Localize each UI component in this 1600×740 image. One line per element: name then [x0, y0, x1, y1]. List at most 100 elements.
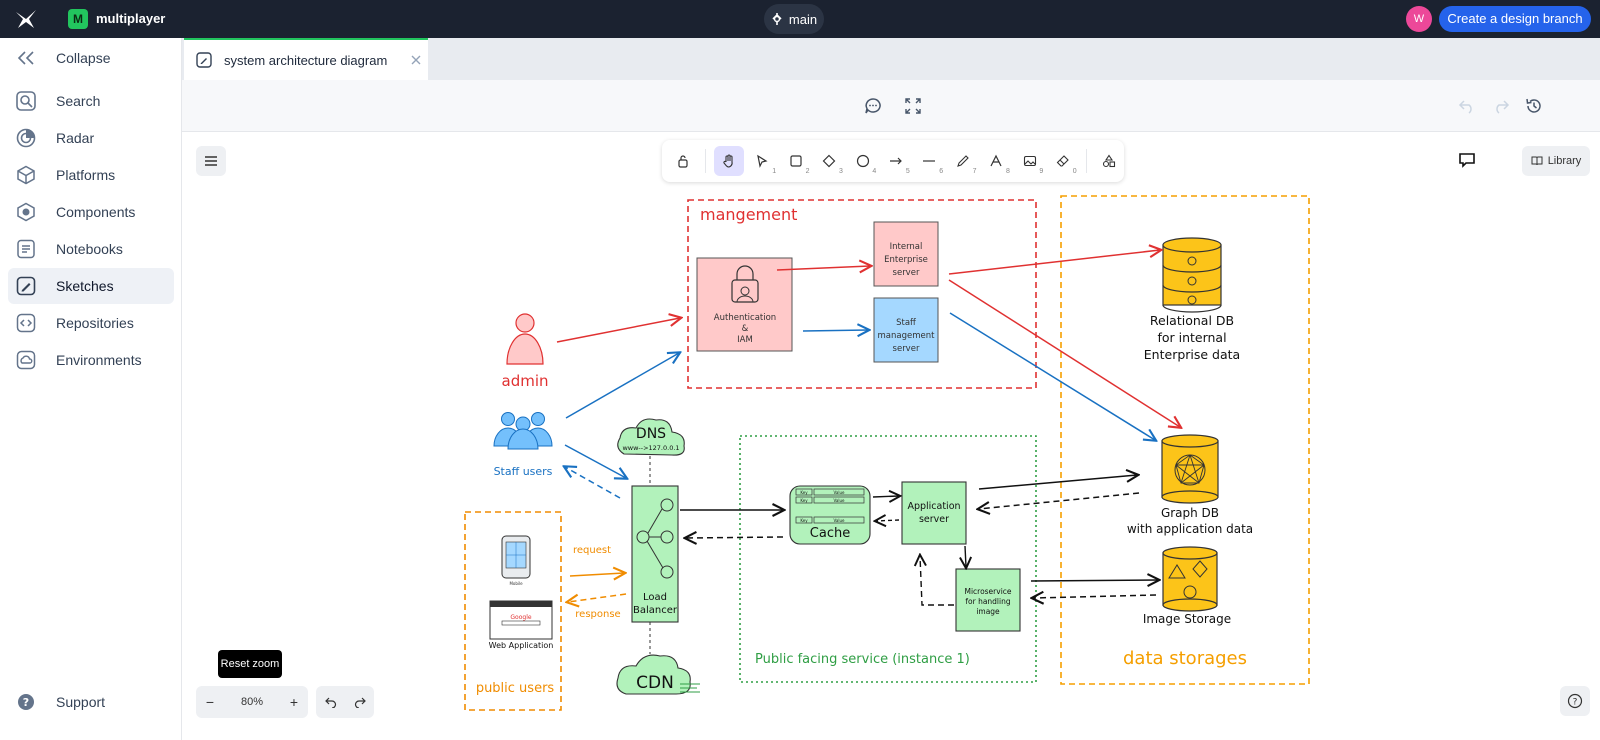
main-area: system architecture diagram 1 2 3 4 5 6 …: [182, 38, 1600, 740]
dns-label: DNS: [636, 426, 666, 442]
zoom-in-button[interactable]: +: [289, 694, 299, 710]
mobile-label: Mobile: [509, 581, 523, 586]
toolbar-divider: [1085, 149, 1087, 173]
cache-key-label: Key: [800, 498, 808, 503]
comment-panel-icon[interactable]: [1458, 151, 1476, 169]
graph-db-label-2: with application data: [1127, 522, 1253, 536]
rectangle-icon: [790, 155, 802, 167]
text-tool[interactable]: 8: [982, 146, 1011, 176]
history-icon[interactable]: [1525, 97, 1543, 115]
application-server-node: [901, 481, 967, 545]
staff-users-label: Staff users: [494, 465, 553, 478]
close-icon[interactable]: [411, 55, 421, 65]
image-storage-label: Image Storage: [1143, 612, 1231, 626]
create-design-branch-button[interactable]: Create a design branch: [1439, 6, 1591, 32]
data-storages-label: data storages: [1123, 648, 1247, 669]
zoom-out-button[interactable]: −: [205, 694, 215, 710]
canvas-menu-button[interactable]: [196, 146, 226, 176]
sidebar-item-repositories[interactable]: Repositories: [8, 305, 174, 341]
google-logo-text: Google: [510, 614, 531, 621]
repository-icon: [16, 313, 36, 333]
redo-icon[interactable]: [1492, 97, 1510, 115]
management-label: mangement: [700, 205, 797, 224]
arrow-tool[interactable]: 5: [881, 146, 910, 176]
text-icon: [990, 154, 1002, 167]
reset-zoom-tooltip: Reset zoom: [218, 650, 282, 678]
branch-icon: [772, 13, 782, 25]
line-tool[interactable]: 6: [915, 146, 944, 176]
tab-bar: system architecture diagram: [182, 38, 1600, 80]
sidebar-item-notebooks[interactable]: Notebooks: [8, 231, 174, 267]
staff-management-server-node: [873, 297, 939, 363]
diamond-tool[interactable]: 3: [815, 146, 844, 176]
sketch-icon: [196, 52, 212, 68]
cache-table-icon: [795, 488, 865, 524]
collapse-button[interactable]: Collapse: [8, 40, 174, 76]
components-icon: [17, 202, 35, 222]
admin-user-icon: [506, 313, 544, 365]
undo-redo-controls: [316, 686, 374, 718]
image-icon: [1023, 155, 1036, 167]
shapes-tool[interactable]: [1095, 146, 1124, 176]
hand-tool[interactable]: [714, 146, 744, 176]
tab-system-architecture[interactable]: system architecture diagram: [184, 38, 428, 80]
library-button[interactable]: Library: [1522, 146, 1590, 176]
diamond-icon: [822, 154, 836, 168]
internal-enterprise-server-node: [873, 221, 939, 287]
sidebar-item-radar[interactable]: Radar: [8, 120, 174, 156]
fullscreen-icon[interactable]: [904, 97, 922, 115]
auth-label-line-1: Authentication: [714, 313, 776, 323]
image-tool[interactable]: 9: [1015, 146, 1044, 176]
request-label: request: [573, 545, 611, 556]
undo-icon[interactable]: [324, 696, 337, 708]
support-label: Support: [56, 694, 106, 710]
workspace-name[interactable]: multiplayer: [96, 11, 166, 26]
relational-db-node: [1162, 237, 1222, 313]
sidebar-item-environments[interactable]: Environments: [8, 342, 174, 378]
rectangle-tool[interactable]: 2: [781, 146, 810, 176]
app-logo-icon[interactable]: [14, 7, 38, 31]
eraser-tool[interactable]: 0: [1048, 146, 1077, 176]
draw-tool[interactable]: 7: [948, 146, 977, 176]
redo-icon[interactable]: [354, 696, 366, 708]
microservice-label-2: for handling: [965, 597, 1010, 606]
canvas-help-button[interactable]: ?: [1560, 686, 1590, 716]
pencil-icon: [956, 155, 969, 167]
user-avatar[interactable]: W: [1406, 6, 1432, 32]
environment-icon: [16, 350, 36, 370]
platforms-icon: [17, 165, 35, 185]
sketch-canvas[interactable]: 1 2 3 4 5 6 7 8 9 0 Library: [182, 132, 1600, 740]
library-label: Library: [1547, 155, 1582, 167]
lock-tool[interactable]: [668, 146, 697, 176]
app-server-label-2: server: [919, 514, 949, 525]
sidebar-item-components[interactable]: Components: [8, 194, 174, 230]
cache-key-label: Key: [800, 518, 808, 523]
microservice-label-1: Microservice: [964, 587, 1011, 596]
branch-selector[interactable]: main: [764, 4, 824, 34]
relational-db-label-3: Enterprise data: [1144, 347, 1240, 362]
comment-icon[interactable]: [864, 97, 882, 115]
architecture-diagram: mangement data storages Public facing se…: [464, 195, 1310, 711]
load-balancer-graph-icon: [636, 498, 674, 579]
sidebar-item-search[interactable]: Search: [8, 83, 174, 119]
select-tool[interactable]: 1: [748, 146, 777, 176]
internal-server-label-3: server: [893, 268, 920, 278]
load-balancer-label-1: Load: [643, 592, 667, 603]
auth-label-line-3: IAM: [737, 335, 753, 345]
toolbar-divider: [705, 149, 707, 173]
sidebar-item-sketches[interactable]: Sketches: [8, 268, 174, 304]
image-storage-node: [1162, 546, 1218, 612]
zoom-level[interactable]: 80%: [240, 696, 264, 708]
ellipse-tool[interactable]: 4: [848, 146, 877, 176]
support-link[interactable]: ? Support: [8, 684, 174, 720]
graph-db-label-1: Graph DB: [1161, 506, 1219, 520]
response-label: response: [575, 609, 620, 620]
book-icon: [1531, 156, 1543, 166]
sidebar-item-platforms[interactable]: Platforms: [8, 157, 174, 193]
sidebar-item-label: Radar: [56, 130, 95, 146]
undo-icon[interactable]: [1458, 97, 1476, 115]
sidebar-item-label: Components: [56, 204, 136, 220]
workspace-badge[interactable]: M: [68, 9, 88, 29]
cache-key-label: Key: [800, 490, 808, 495]
internal-server-label-2: Enterprise: [884, 255, 928, 265]
